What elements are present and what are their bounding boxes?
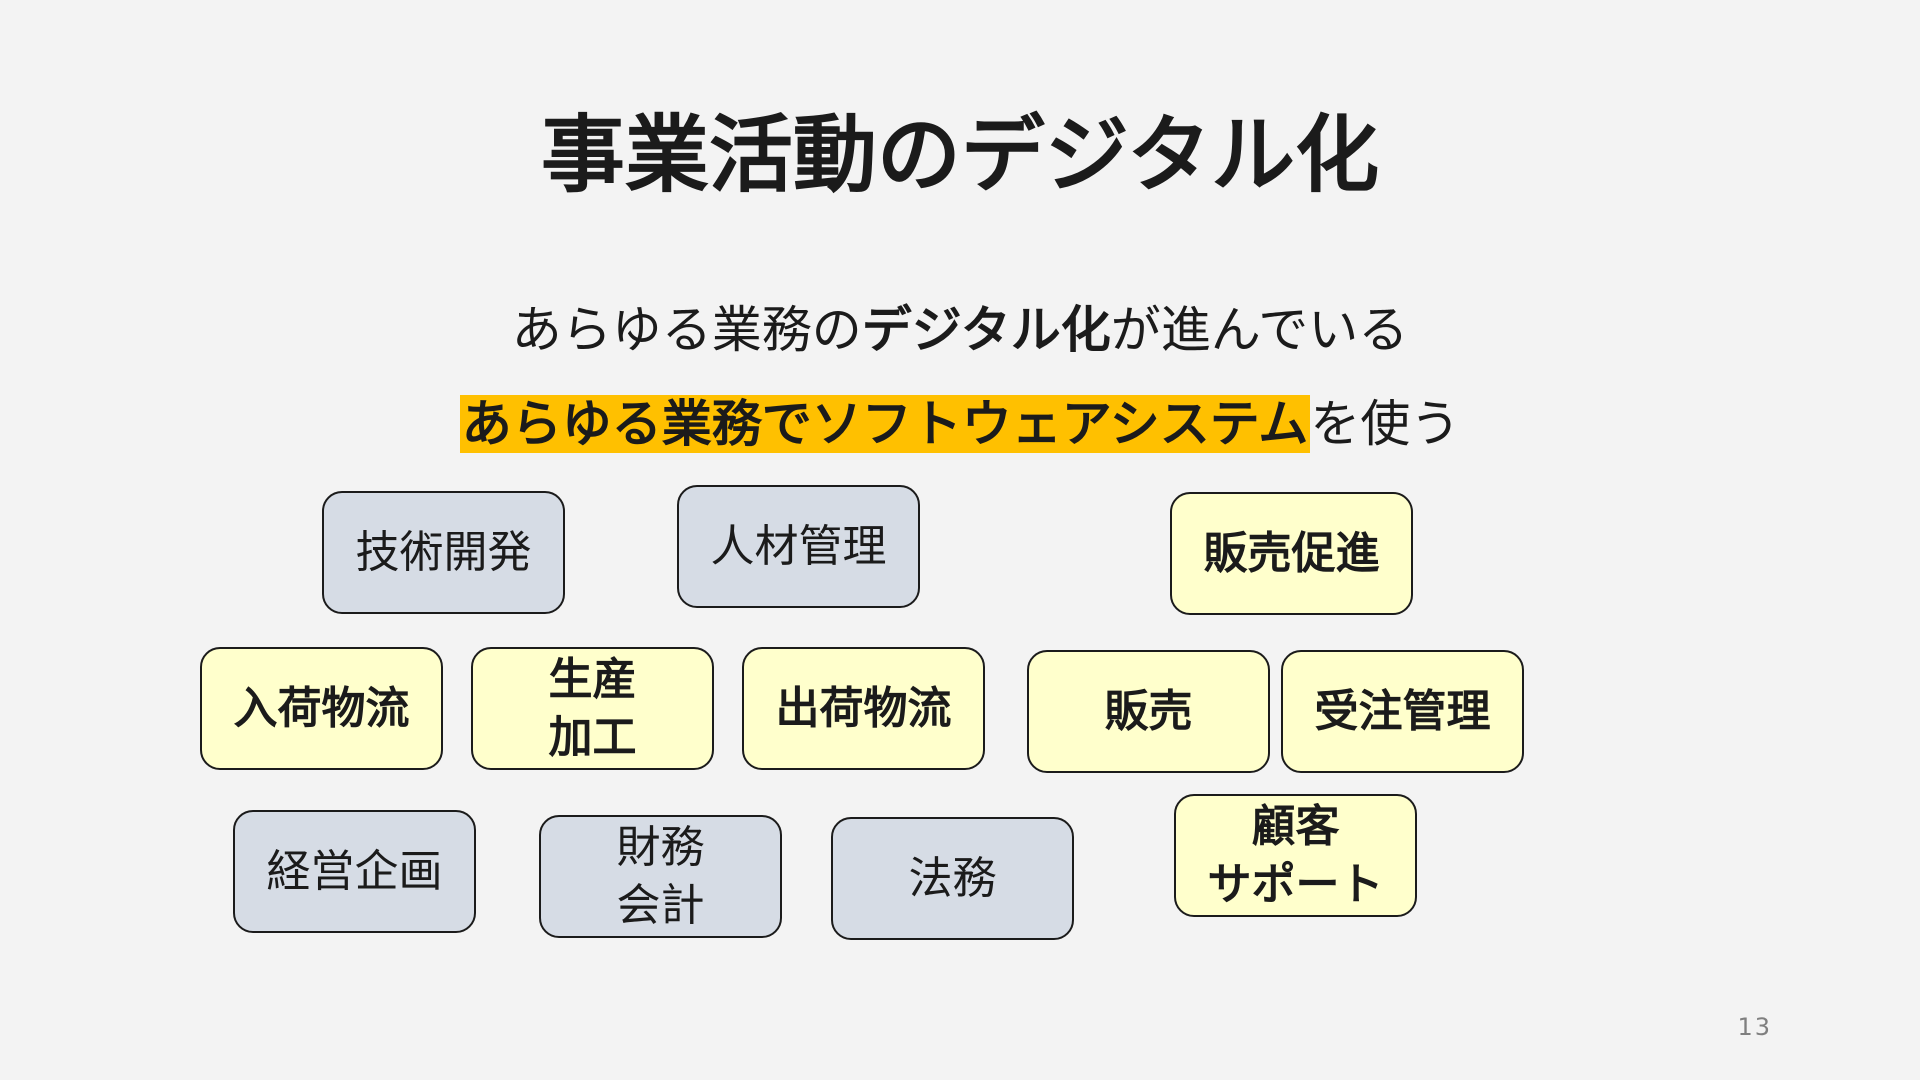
box-inbound-logistics: 入荷物流 <box>200 647 443 770</box>
statement-1-suffix: が進んでいる <box>1110 301 1409 359</box>
box-production: 生産 加工 <box>471 647 714 770</box>
statement-2-suffix: を使う <box>1310 395 1461 453</box>
statement-1-prefix: あらゆる業務の <box>511 301 862 359</box>
box-finance-accounting: 財務 会計 <box>539 815 782 938</box>
box-customer-support: 顧客 サポート <box>1174 794 1417 917</box>
box-order-management: 受注管理 <box>1281 650 1524 773</box>
box-hr-management: 人材管理 <box>677 485 920 608</box>
slide-title: 事業活動のデジタル化 <box>540 106 1380 204</box>
statement-1-emphasis: デジタル化 <box>861 301 1111 359</box>
box-technology-development: 技術開発 <box>322 491 565 614</box>
box-legal: 法務 <box>831 817 1074 940</box>
statement-line-2: あらゆる業務でソフトウェアシステムを使う <box>0 391 1920 457</box>
page-number: 13 <box>1737 1013 1772 1041</box>
statement-line-1: あらゆる業務のデジタル化が進んでいる <box>0 297 1920 363</box>
box-outbound-logistics: 出荷物流 <box>742 647 985 770</box>
box-sales: 販売 <box>1027 650 1270 773</box>
statement-2-highlight: あらゆる業務でソフトウェアシステム <box>459 395 1311 453</box>
box-sales-promotion: 販売促進 <box>1170 492 1413 615</box>
box-corporate-planning: 経営企画 <box>233 810 476 933</box>
